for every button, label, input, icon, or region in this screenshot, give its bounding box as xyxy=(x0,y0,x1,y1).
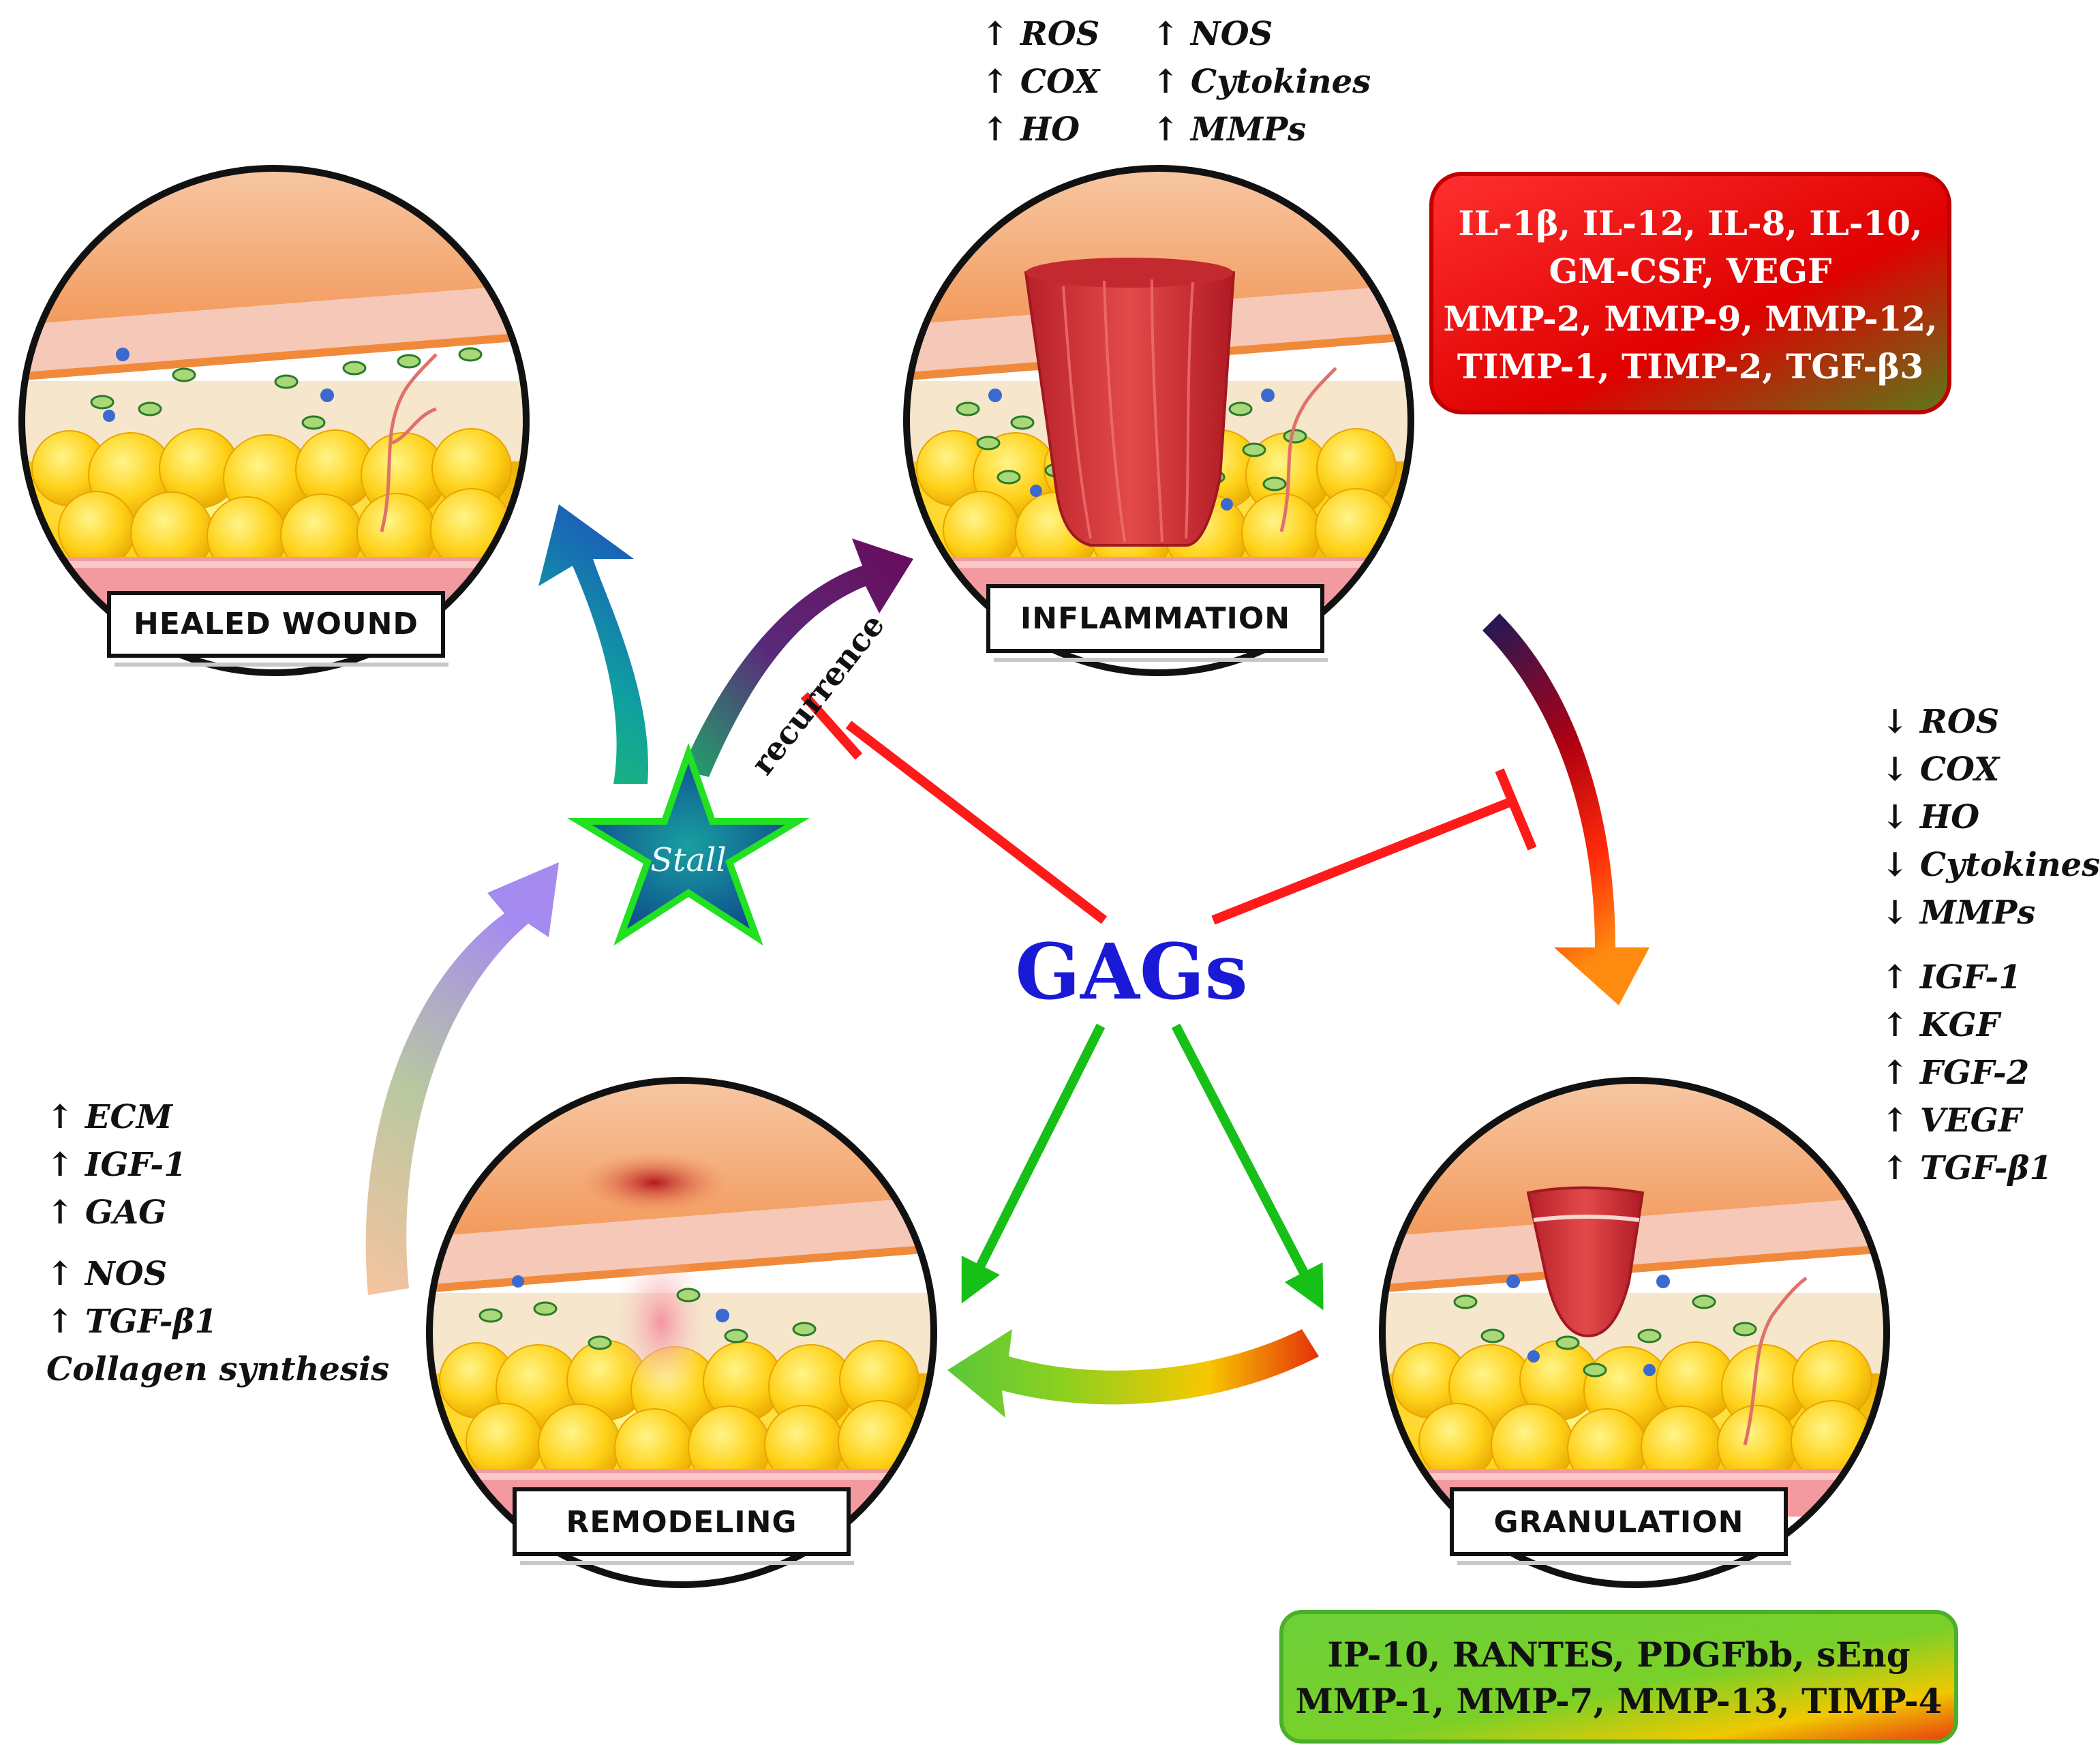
inflammation-label: INFLAMMATION xyxy=(1020,601,1290,636)
granulation-up-marker: ↑ IGF-1 xyxy=(1881,958,2022,997)
granulation-down-marker: ↓ COX xyxy=(1881,750,2000,789)
cytokine-line: IL-1β, IL-12, IL-8, IL-10, xyxy=(1459,203,1923,243)
granulation-up-marker: ↑ KGF xyxy=(1881,1006,2002,1044)
inflammation-stage xyxy=(903,165,1414,676)
wound-crater-icon xyxy=(1526,1186,1645,1338)
remodeling-marker: Collagen synthesis xyxy=(46,1350,389,1388)
blood-vessel-icon xyxy=(380,353,438,532)
inflammation-marker: ↑ Cytokines xyxy=(1152,63,1371,101)
remodeling-label: REMODELING xyxy=(566,1505,797,1540)
gags-center-label: GAGs xyxy=(1015,928,1247,1017)
healed-wound-stage xyxy=(18,165,530,676)
cytokine-line: MMP-1, MMP-7, MMP-13, TIMP-4 xyxy=(1296,1681,1943,1721)
inflammation-marker: ↑ HO xyxy=(981,110,1080,149)
recurrence-label: recurrence xyxy=(744,607,892,782)
arrow-granulation-to-remodeling xyxy=(947,1329,1319,1418)
remodeling-marker: ↑ GAG xyxy=(46,1193,166,1232)
cell-icon xyxy=(1453,1294,1757,1378)
inhibit-recurrence-line xyxy=(845,720,1108,924)
remodeling-stage xyxy=(426,1077,937,1588)
skin-cross-section-icon xyxy=(429,1080,934,1585)
arrow-recurrence xyxy=(682,538,913,777)
healed-wound-label: HEALED WOUND xyxy=(134,607,419,641)
skin-cross-section-icon xyxy=(1382,1080,1887,1585)
cell-icon xyxy=(478,1288,817,1350)
cytokine-line: MMP-2, MMP-9, MMP-12, xyxy=(1443,299,1937,339)
healed-wound-label-box: HEALED WOUND xyxy=(107,591,448,667)
remodeling-marker: ↑ IGF-1 xyxy=(46,1146,187,1184)
cytokine-line: TIMP-1, TIMP-2, TGF-β3 xyxy=(1457,346,1923,386)
arrow-remodeling-to-stall xyxy=(365,862,559,1295)
inhibit-inflammation-line xyxy=(1211,796,1515,925)
promotion-arrows xyxy=(961,1023,1324,1311)
inflammation-marker: ↑ MMPs xyxy=(1152,110,1306,149)
remodeling-marker: ↑ TGF-β1 xyxy=(46,1303,217,1341)
inflammation-marker: ↑ NOS xyxy=(1152,15,1273,53)
inflammation-markers: ↑ ROS ↑ COX ↑ HO ↑ NOS ↑ Cytokines ↑ MMP… xyxy=(981,15,1371,149)
granulation-up-marker: ↑ FGF-2 xyxy=(1881,1054,2029,1092)
granulation-down-marker: ↓ ROS xyxy=(1881,703,1999,741)
cell-icon xyxy=(90,347,483,430)
granulation-up-marker: ↑ TGF-β1 xyxy=(1881,1149,2052,1187)
skin-cross-section-icon xyxy=(22,168,526,673)
inflammation-marker: ↑ COX xyxy=(981,63,1101,101)
cytokine-line: GM-CSF, VEGF xyxy=(1549,251,1831,291)
blood-vessel-icon xyxy=(1743,1277,1808,1446)
arrow-inflammation-to-granulation xyxy=(1482,613,1649,1005)
granulation-stage xyxy=(1379,1077,1890,1588)
inhibit-inflammation-bar xyxy=(1495,768,1537,851)
gags-to-granulation-arrow xyxy=(1171,1023,1324,1311)
granulation-up-marker: ↑ VEGF xyxy=(1881,1101,2024,1140)
granulation-down-marker: ↓ Cytokines xyxy=(1881,846,2100,884)
inhibition-lines xyxy=(800,692,1537,925)
granulation-markers: ↓ ROS ↓ COX ↓ HO ↓ Cytokines ↓ MMPs ↑ IG… xyxy=(1881,703,2100,1187)
granulation-cytokine-box: IP-10, RANTES, PDGFbb, sEng MMP-1, MMP-7… xyxy=(1279,1610,1958,1744)
inflammation-marker: ↑ ROS xyxy=(981,15,1099,53)
remodeling-marker: ↑ NOS xyxy=(46,1255,167,1293)
arrow-stall-to-healed xyxy=(538,504,648,784)
inflammation-label-box: INFLAMMATION xyxy=(986,584,1328,662)
granulation-down-marker: ↓ MMPs xyxy=(1881,894,2035,932)
inflammation-cytokine-box: IL-1β, IL-12, IL-8, IL-10, GM-CSF, VEGF … xyxy=(1429,172,1951,414)
blood-vessel-icon xyxy=(1279,367,1337,532)
granulation-label-box: GRANULATION xyxy=(1450,1487,1791,1565)
stall-label: Stall xyxy=(650,841,727,879)
stall-star: Stall xyxy=(566,742,810,946)
inhibit-recurrence-bar xyxy=(800,692,863,760)
granulation-down-marker: ↓ HO xyxy=(1881,798,1979,836)
remodeling-label-box: REMODELING xyxy=(513,1487,854,1565)
gags-to-remodeling-arrow xyxy=(961,1023,1106,1304)
cytokine-line: IP-10, RANTES, PDGFbb, sEng xyxy=(1327,1634,1910,1675)
skin-cross-section-icon xyxy=(907,168,1411,673)
remodeling-marker: ↑ ECM xyxy=(46,1098,174,1136)
remodeling-markers: ↑ ECM ↑ IGF-1 ↑ GAG ↑ NOS ↑ TGF-β1 Colla… xyxy=(46,1098,389,1388)
granulation-label: GRANULATION xyxy=(1494,1505,1744,1540)
